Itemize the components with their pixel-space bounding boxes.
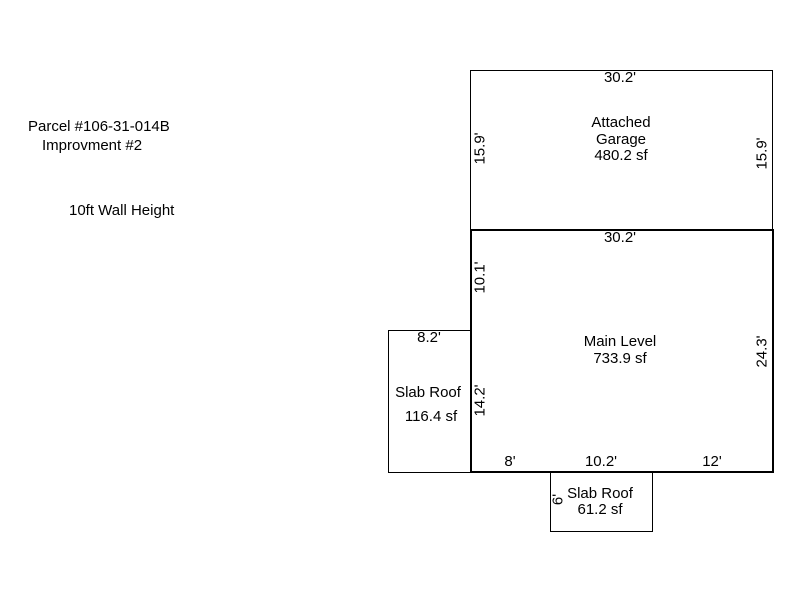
garage-left-dimension: 15.9': [471, 132, 489, 165]
slab-roof-bottom-name: Slab Roof: [567, 485, 633, 502]
slab-roof-left-name: Slab Roof: [395, 384, 461, 401]
main-level-right-dimension: 24.3': [753, 335, 771, 368]
main-level-bottom-right-dimension: 12': [702, 453, 722, 470]
slab-roof-bottom-outline: [550, 472, 653, 532]
garage-name-line2: Garage: [595, 131, 647, 148]
wall-height-note: 10ft Wall Height: [69, 202, 175, 219]
parcel-number: Parcel #106-31-014B: [28, 118, 170, 135]
garage-area: 480.2 sf: [594, 147, 648, 164]
main-level-area: 733.9 sf: [593, 350, 647, 367]
slab-roof-left-area: 116.4 sf: [404, 408, 458, 425]
main-level-left-upper-dimension: 10.1': [471, 261, 489, 294]
improvement-label: Improvment #2: [42, 137, 143, 154]
garage-right-dimension: 15.9': [753, 137, 771, 170]
garage-name-line1: Attached: [591, 114, 651, 131]
main-level-bottom-mid-dimension: 10.2': [584, 453, 618, 470]
slab-roof-bottom-area: 61.2 sf: [577, 501, 623, 518]
main-level-name: Main Level: [583, 333, 657, 350]
slab-roof-left-top-dimension: 8.2': [417, 329, 441, 346]
garage-top-dimension: 30.2': [603, 69, 637, 86]
slab-roof-left-outline: [388, 330, 472, 473]
main-level-bottom-left-dimension: 8': [504, 453, 516, 470]
main-level-top-dimension: 30.2': [603, 229, 637, 246]
